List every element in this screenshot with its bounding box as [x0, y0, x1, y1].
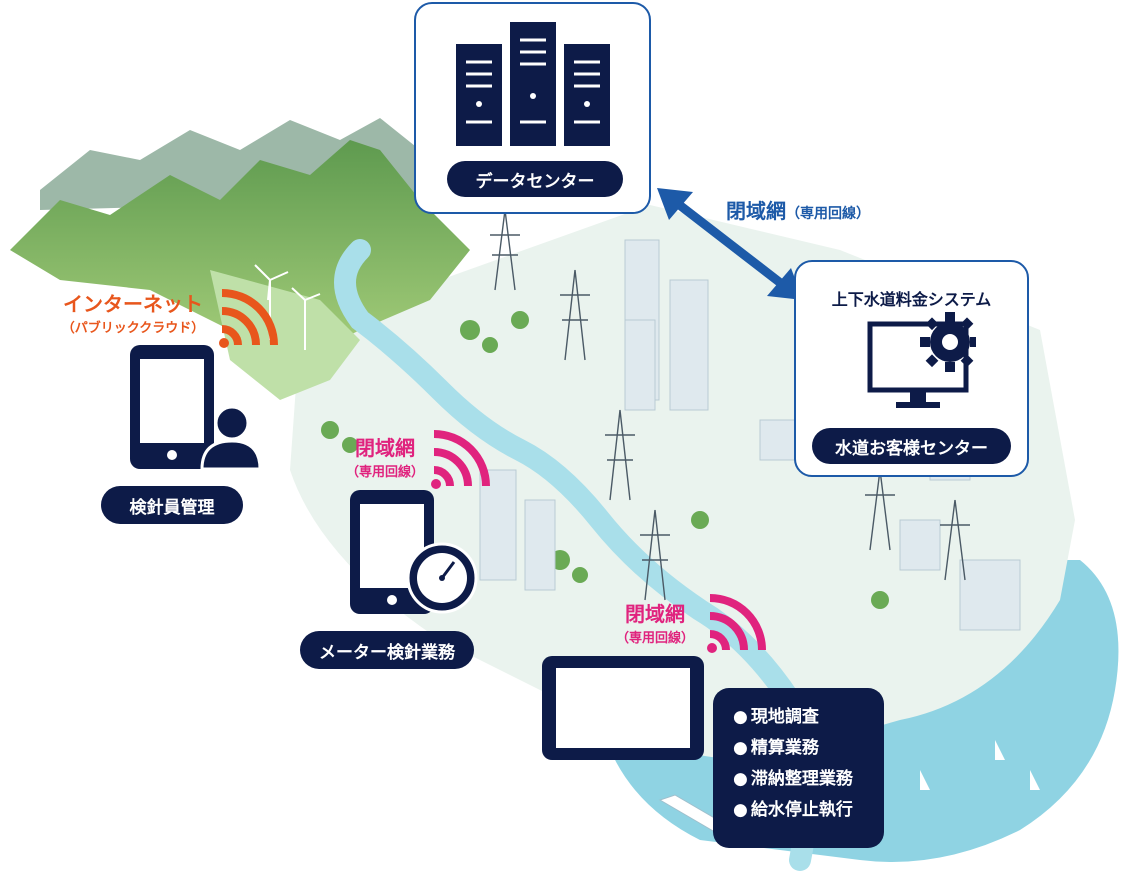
field-task-item: 精算業務: [733, 733, 884, 764]
billing-system-panel: 上下水道料金システム 水道お客様センター: [794, 260, 1029, 477]
data-center-panel: データセンター: [414, 2, 651, 214]
tablet-icon: [542, 656, 704, 760]
inspector-mgmt-label: 検針員管理: [101, 486, 243, 524]
field-network-sub: （専用回線）: [615, 631, 694, 646]
internet-network-label: インターネット （パブリッククラウド）: [38, 288, 228, 336]
closed-link-sub: （専用回線）: [786, 206, 870, 222]
internet-network-main: インターネット: [63, 292, 203, 316]
internet-network-sub: （パブリッククラウド）: [61, 321, 205, 336]
monitor-gear-icon: [867, 312, 976, 408]
wifi-signal-icon: [707, 594, 766, 653]
closed-link-sub-text: 専用回線: [800, 206, 856, 222]
meter-network-label: 閉域網 （専用回線）: [330, 432, 440, 480]
data-center-label: データセンター: [447, 161, 623, 197]
closed-link-main: 閉域網: [726, 199, 786, 223]
server-rack-icon: [456, 22, 610, 146]
field-task-item: 滞納整理業務: [733, 764, 884, 795]
meter-network-main: 閉域網: [355, 436, 415, 460]
closed-link-label: 閉域網（専用回線）: [726, 195, 870, 224]
field-task-list: 現地調査 精算業務 滞納整理業務 給水停止執行: [733, 702, 884, 826]
field-task-item: 現地調査: [733, 702, 884, 733]
tablet-user-icon: [130, 345, 260, 470]
wifi-signal-icon: [431, 430, 490, 489]
meter-reading-label: メーター検針業務: [300, 631, 474, 669]
phone-gauge-icon: [350, 490, 478, 614]
billing-system-label: 水道お客様センター: [812, 428, 1011, 464]
field-network-main: 閉域網: [625, 602, 685, 626]
wifi-signal-icon: [219, 289, 278, 348]
meter-network-sub: （専用回線）: [345, 465, 424, 480]
billing-system-title: 上下水道料金システム: [831, 290, 992, 309]
field-tasks-panel: 現地調査 精算業務 滞納整理業務 給水停止執行: [713, 688, 884, 848]
field-task-item: 給水停止執行: [733, 795, 884, 826]
field-network-label: 閉域網 （専用回線）: [600, 598, 710, 646]
